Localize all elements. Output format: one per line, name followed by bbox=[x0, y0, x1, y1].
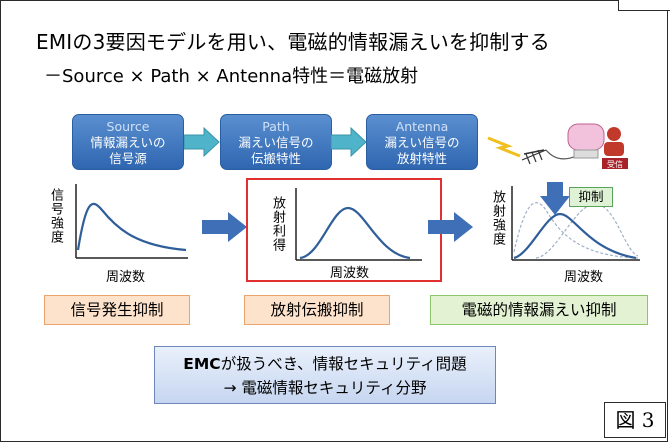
person-badge: 受信 bbox=[607, 159, 623, 169]
flow-arrow-2 bbox=[428, 212, 473, 242]
suppress-label: 抑制 bbox=[569, 187, 613, 207]
emc-line1-rest: が扱うべき、情報セキュリティ問題 bbox=[220, 355, 467, 373]
emc-line1-bold: EMC bbox=[183, 355, 221, 373]
gain-curve bbox=[299, 206, 411, 260]
radiation-curve-before bbox=[513, 202, 639, 259]
path-box-line2: 伝搬特性 bbox=[250, 151, 301, 166]
source-box-head: Source bbox=[106, 119, 150, 134]
box-arrow-2 bbox=[331, 126, 367, 158]
category-leak-suppression: 電磁的情報漏えい抑制 bbox=[430, 295, 648, 325]
subtitle: －Source × Path × Antenna特性＝電磁放射 bbox=[44, 66, 419, 87]
gain-graph bbox=[295, 188, 422, 261]
category-propagation-suppression: 放射伝搬抑制 bbox=[244, 295, 390, 325]
figure-number: 図 3 bbox=[604, 402, 666, 438]
leak-illustration: 受信 bbox=[487, 123, 628, 169]
radiation-graph bbox=[511, 186, 640, 261]
source-box-line2: 信号源 bbox=[109, 151, 147, 166]
antenna-icon bbox=[521, 149, 547, 165]
emc-line2: → 電磁情報セキュリティ分野 bbox=[223, 379, 427, 397]
flow-arrow-1 bbox=[202, 212, 247, 242]
radiation-graph-ylabel: 放射強度 bbox=[490, 190, 505, 246]
radiation-curve-after bbox=[513, 212, 637, 260]
monitor-icon bbox=[567, 123, 605, 159]
antenna-box-line1: 漏えい信号の bbox=[384, 135, 460, 150]
source-box-line1: 情報漏えいの bbox=[90, 135, 166, 150]
radiation-curve-gain bbox=[535, 203, 639, 259]
source-box: Source 情報漏えいの 信号源 bbox=[72, 114, 184, 170]
box-arrow-1 bbox=[184, 126, 220, 158]
lightning-bolt-icon bbox=[487, 136, 521, 158]
signal-curve bbox=[76, 202, 187, 252]
path-box: Path 漏えい信号の 伝搬特性 bbox=[220, 114, 332, 170]
gain-graph-ylabel: 放射利得 bbox=[270, 196, 285, 252]
signal-graph-xlabel: 周波数 bbox=[106, 270, 146, 285]
emc-line1: EMCが扱うべき、情報セキュリティ問題 bbox=[155, 352, 495, 376]
antenna-box-line2: 放射特性 bbox=[396, 151, 447, 166]
path-box-head: Path bbox=[262, 119, 290, 134]
gain-graph-xlabel: 周波数 bbox=[330, 266, 370, 281]
emc-box: EMCが扱うべき、情報セキュリティ問題 → 電磁情報セキュリティ分野 bbox=[154, 346, 496, 404]
suppress-down-arrow bbox=[540, 182, 570, 215]
main-title: EMIの3要因モデルを用い、電磁的情報漏えいを抑制する bbox=[36, 30, 550, 54]
signal-graph-ylabel: 信号強度 bbox=[48, 188, 63, 244]
category-signal-suppression: 信号発生抑制 bbox=[44, 295, 190, 325]
frame-corner-tab bbox=[618, 0, 670, 11]
antenna-box-head: Antenna bbox=[395, 119, 449, 134]
signal-graph bbox=[75, 184, 188, 259]
radiation-graph-xlabel: 周波数 bbox=[564, 270, 604, 285]
path-box-line1: 漏えい信号の bbox=[238, 135, 314, 150]
antenna-box: Antenna 漏えい信号の 放射特性 bbox=[366, 114, 478, 170]
person-icon: 受信 bbox=[602, 127, 628, 169]
